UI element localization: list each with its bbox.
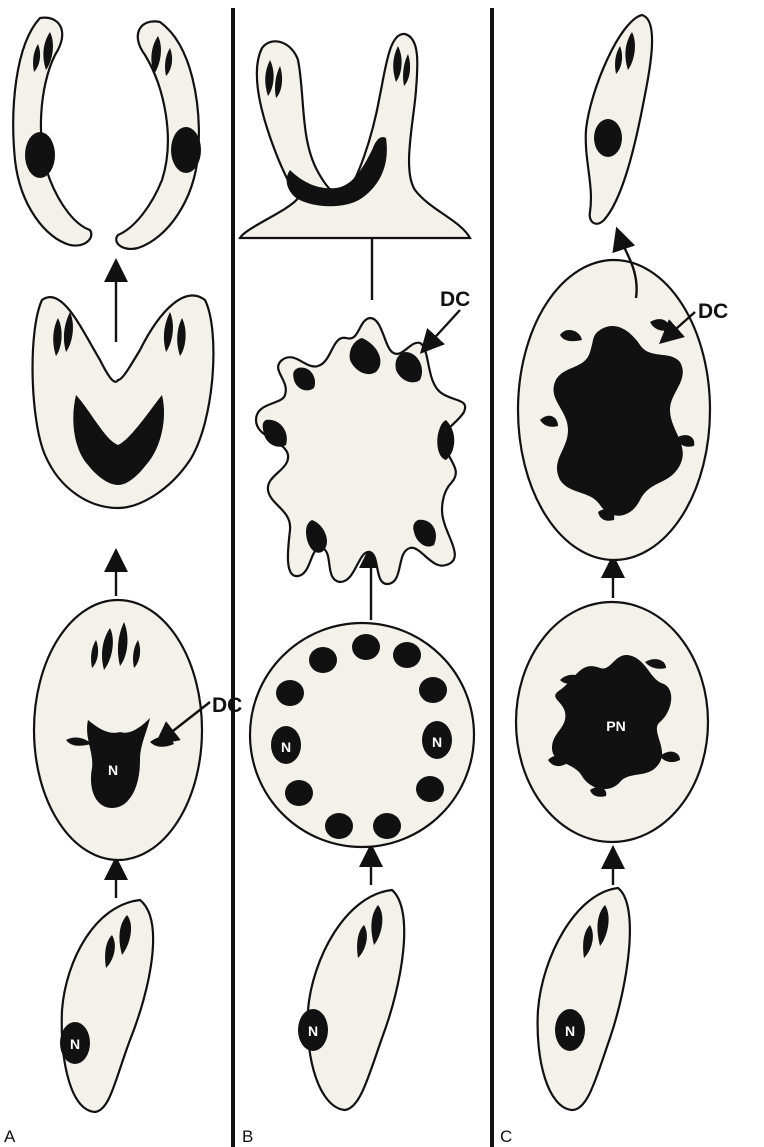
panel-a-nucleus-label: N [70, 1036, 80, 1052]
panel-b-nucleus-right-label: N [432, 734, 442, 750]
panel-c-parasite-cell: N [538, 888, 630, 1110]
panel-b-emerging-pair [240, 34, 470, 238]
panel-c-branched-cell [518, 260, 710, 560]
panel-a-parasite-cell: N [60, 900, 153, 1112]
panel-c-pn-label: PN [606, 718, 625, 734]
panel-b-nucleus-bottom-label: N [308, 1023, 318, 1039]
panel-a-letter: A [4, 1127, 16, 1146]
panel-b-nucleus-left-label: N [281, 739, 291, 755]
panel-a: N N DC [4, 18, 242, 1146]
panel-a-daughter-nucleus-left [25, 132, 55, 178]
panel-b-dc-label: DC [440, 288, 470, 311]
panel-b-letter: B [242, 1127, 253, 1146]
panel-a-daughter-cell-left [13, 18, 91, 246]
panel-a-heart-cell [33, 296, 214, 508]
panel-a-dc-label: DC [212, 694, 242, 717]
panel-b-budding-cell [256, 318, 465, 584]
panel-c-letter: C [500, 1127, 512, 1146]
panel-b: N N N [240, 34, 474, 1146]
panel-c: N PN DC [500, 15, 728, 1146]
panel-b-round-cell: N N [250, 623, 474, 847]
panel-a-daughter-cell-right [116, 21, 201, 249]
panel-c-nucleus-label: N [565, 1023, 575, 1039]
panel-a-oval-cell: N [34, 600, 202, 860]
panel-b-dc-pointer [428, 310, 460, 345]
panel-b-parasite-cell: N [298, 890, 404, 1110]
panel-c-daughter-cell [586, 15, 652, 224]
panel-c-daughter-nucleus [594, 119, 622, 157]
panel-a-nucleus-label-oval: N [108, 762, 118, 778]
panel-c-pn-cell: PN [516, 602, 708, 842]
panel-c-dc-label: DC [698, 300, 728, 323]
panel-a-daughter-nucleus-right [171, 127, 201, 173]
